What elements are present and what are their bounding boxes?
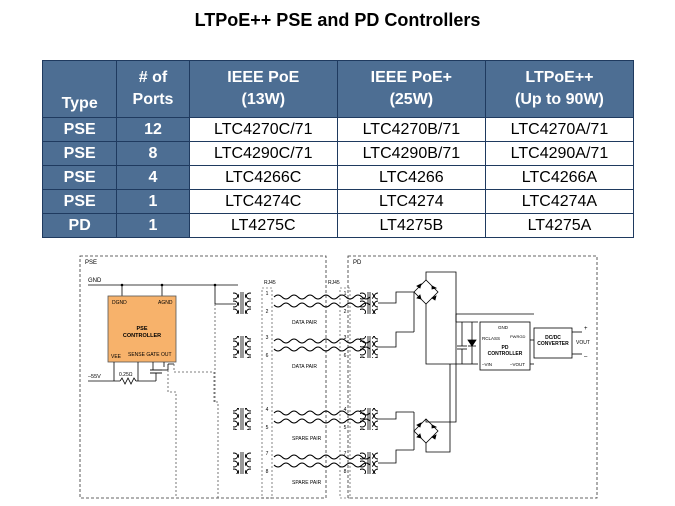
vee-label: VEE [111, 354, 122, 360]
cell-ieee-poe-plus: LT4275B [336, 213, 486, 238]
cell-ltpoe: LTC4266A [484, 165, 635, 190]
col-header-ieee-poe-plus: IEEE PoE+(25W) [336, 60, 486, 118]
gnd-label: GND [88, 278, 102, 284]
pse-controller-label-1: PSE [136, 326, 147, 332]
pwrgd-label: PWRGD [510, 334, 525, 339]
pse-controller-block [107, 295, 177, 363]
pse-pins-label: SENSE GATE OUT [128, 352, 172, 358]
vout-pin-label: –VOUT [510, 362, 525, 367]
col-header-ltpoe: LTPoE++(Up to 90W) [484, 60, 635, 118]
cell-ieee-poe-plus: LTC4270B/71 [336, 117, 486, 142]
pd-pin: 4 [344, 407, 347, 413]
spare-pair-label: SPARE PAIR [292, 480, 322, 486]
rj45-right-label: RJ45 [328, 280, 340, 286]
cell-ltpoe: LT4275A [484, 213, 635, 238]
agnd-label: AGND [158, 300, 173, 306]
minus-label: – [584, 354, 588, 360]
pse-pin: 2 [266, 309, 269, 315]
cell-type: PSE [41, 117, 118, 142]
pd-pin: 8 [344, 469, 347, 475]
pd-gnd-label: GND [498, 325, 509, 330]
vin-label: –VIN [482, 362, 492, 367]
cell-type: PSE [41, 189, 118, 214]
pse-region-label: PSE [85, 260, 97, 266]
pse-pin: 5 [266, 425, 269, 431]
dcdc-label-2: CONVERTER [537, 341, 569, 347]
cell-ieee-poe-plus: LTC4266 [336, 165, 486, 190]
pse-pin: 1 [266, 291, 269, 297]
table-row: PSE 4 LTC4266C LTC4266 LTC4266A [41, 165, 635, 190]
pse-pin: 3 [266, 335, 269, 341]
pd-region [347, 255, 598, 499]
dcdc-label-1: DC/DC [545, 335, 561, 341]
rclass-label: RCLASS [482, 336, 500, 341]
cell-ieee-poe: LTC4266C [188, 165, 338, 190]
poe-circuit-diagram: PSE PD GND DGND AGND PSE CONTROLLER VEE … [78, 252, 600, 502]
cell-ports: 1 [116, 213, 190, 238]
pse-pin: 4 [266, 407, 269, 413]
pd-controller-label-1: PD [502, 345, 509, 351]
cell-ltpoe: LTC4290A/71 [484, 141, 635, 166]
table-row: PD 1 LT4275C LT4275B LT4275A [41, 213, 635, 238]
pse-region [79, 255, 327, 499]
dcdc-converter-block [533, 327, 573, 359]
table-row: PSE 12 LTC4270C/71 LTC4270B/71 LTC4270A/… [41, 117, 635, 142]
cell-ieee-poe: LTC4274C [188, 189, 338, 214]
pd-pin: 1 [344, 291, 347, 297]
pse-pin: 6 [266, 353, 269, 359]
pse-transformers [233, 292, 251, 474]
pse-pin: 7 [266, 451, 269, 457]
page-title: LTPoE++ PSE and PD Controllers [194, 10, 481, 30]
cell-type: PSE [41, 165, 118, 190]
diode-bridge-top [413, 279, 439, 332]
data-pair-label: DATA PAIR [292, 320, 317, 326]
input-capacitor [457, 322, 477, 364]
spare-pair-label: SPARE PAIR [292, 436, 322, 442]
neg-supply-label: –55V [88, 374, 101, 380]
col-header-type: Type [41, 60, 118, 118]
pd-pin: 5 [344, 425, 347, 431]
circuit-svg: PSE PD GND DGND AGND PSE CONTROLLER VEE … [79, 255, 598, 499]
table-row: PSE 8 LTC4290C/71 LTC4290B/71 LTC4290A/7… [41, 141, 635, 166]
cell-ieee-poe: LTC4290C/71 [188, 141, 338, 166]
pd-pin: 7 [344, 451, 347, 457]
pd-controller-label-2: CONTROLLER [488, 351, 523, 357]
cell-type: PSE [41, 141, 118, 166]
diode-bridge-bottom [413, 412, 439, 450]
data-pair-label: DATA PAIR [292, 364, 317, 370]
cell-ltpoe: LTC4270A/71 [484, 117, 635, 142]
cell-ports: 8 [116, 141, 190, 166]
cell-ports: 12 [116, 117, 190, 142]
pd-pin: 6 [344, 353, 347, 359]
vout-label: VOUT [576, 340, 590, 346]
plus-label: + [584, 326, 588, 332]
sense-resistor-label: 0.25Ω [119, 372, 133, 378]
cell-ieee-poe-plus: LTC4274 [336, 189, 486, 214]
table-row: PSE 1 LTC4274C LTC4274 LTC4274A [41, 189, 635, 214]
cell-ieee-poe-plus: LTC4290B/71 [336, 141, 486, 166]
pse-controller-label-2: CONTROLLER [123, 333, 161, 339]
cell-ieee-poe: LTC4270C/71 [188, 117, 338, 142]
cell-ieee-poe: LT4275C [188, 213, 338, 238]
pd-controller-block [479, 321, 531, 371]
sense-resistor [119, 377, 137, 385]
cell-ports: 1 [116, 189, 190, 214]
cell-ltpoe: LTC4274A [484, 189, 635, 214]
pd-region-label: PD [353, 260, 362, 266]
cell-ports: 4 [116, 165, 190, 190]
rj45-left-label: RJ45 [264, 280, 276, 286]
col-header-ieee-poe: IEEE PoE(13W) [188, 60, 338, 118]
pd-pin: 3 [344, 335, 347, 341]
pd-pin: 2 [344, 309, 347, 315]
dgnd-label: DGND [112, 300, 127, 306]
twisted-pair-cables [273, 294, 371, 468]
pse-pin: 8 [266, 469, 269, 475]
pd-transformers [360, 292, 378, 474]
cell-type: PD [41, 213, 118, 238]
